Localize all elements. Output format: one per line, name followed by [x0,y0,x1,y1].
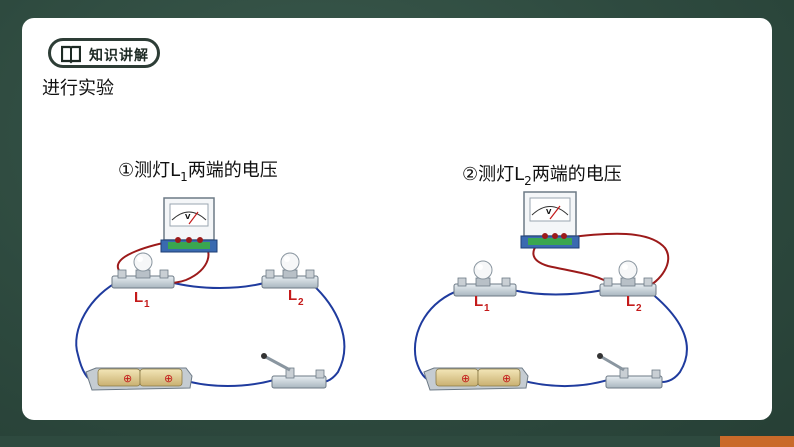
experiment-2-number: ② [462,164,479,185]
wire-right-2 [511,289,605,296]
bottom-accent-bar [0,436,794,447]
battery-right-plus-2: ⊕ [502,372,511,385]
content-card: 知识讲解 [22,18,772,420]
wire-left-1 [75,279,122,381]
voltmeter-left: V [160,197,218,253]
book-icon [61,45,81,64]
switch-left [261,353,327,389]
label-right-L2: L [626,293,635,310]
lamp-left-l1 [111,252,175,289]
voltmeter-left-symbol: V [185,213,191,221]
wire-right-3 [649,291,688,383]
battery-right-plus-1: ⊕ [461,372,470,385]
battery-left-plus-2: ⊕ [164,372,173,385]
experiment-1-subscript: 1 [180,170,188,184]
label-right-L1-sub: 1 [484,303,490,314]
lamp-left-l2 [261,252,319,289]
circuit-left: V L 1 L 2 [75,197,346,391]
wire-right-red-2 [563,232,670,289]
experiment-1-text-after: 两端的电压 [187,160,278,181]
lamp-right-l1 [453,260,517,297]
topic-badge-label: 知识讲解 [89,48,149,64]
label-right-L1: L [474,293,483,310]
experiment-2-text-after: 两端的电压 [531,164,622,185]
label-left-L1-sub: 1 [144,299,150,310]
label-left-L2-sub: 2 [298,297,304,308]
wire-left-2 [169,281,269,289]
experiment-2-subscript: 2 [524,174,532,188]
wire-right-4 [519,379,609,387]
experiment-1-text-before: 测灯L [134,160,181,181]
battery-right: ⊕ ⊕ [423,367,529,391]
topic-badge: 知识讲解 [48,38,160,68]
wire-right-1 [413,289,461,381]
label-right-L2-sub: 2 [636,303,642,314]
circuit-right: V L 1 L 2 [413,191,688,391]
experiment-title-2: ②测灯L2两端的电压 [462,160,622,188]
section-title: 进行实验 [42,78,114,99]
switch-right [597,353,663,389]
battery-left-plus-1: ⊕ [123,372,132,385]
battery-left: ⊕ ⊕ [85,367,193,391]
experiment-title-1: ①测灯L1两端的电压 [118,156,278,184]
experiment-2-text-before: 测灯L [478,164,525,185]
label-left-L2: L [288,287,297,304]
wire-left-4 [182,379,275,387]
label-left-L1: L [134,289,143,306]
bottom-bar-dark-strip [0,436,720,447]
lamp-right-l2 [599,260,657,297]
wire-left-3 [311,283,346,383]
experiment-1-number: ① [118,160,135,181]
voltmeter-right-symbol: V [546,208,552,216]
voltmeter-right: V [520,191,580,249]
